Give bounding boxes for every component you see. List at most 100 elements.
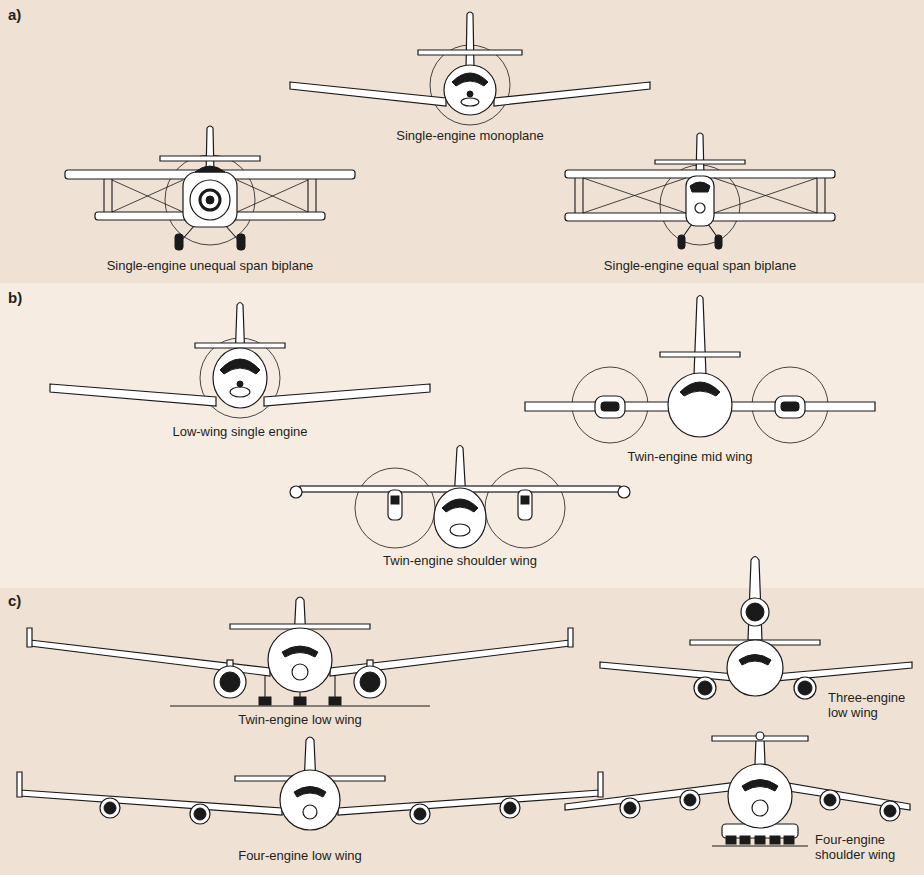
aircraft-outline (784, 836, 794, 844)
twin-low-wing-airliner-front-view (27, 597, 573, 706)
panel-band: b)Low-wing single engineTwin-engine mid … (0, 283, 924, 588)
aircraft-outline (572, 367, 648, 443)
aircraft-outline (775, 662, 912, 681)
aircraft-outline (816, 178, 817, 213)
configuration-caption: Twin-engine mid wing (627, 449, 752, 464)
aircraft-outline (794, 677, 816, 699)
aircraft-outline (103, 179, 104, 212)
text-slot: Four-engine low wing (238, 848, 362, 863)
aircraft-outline (442, 499, 478, 512)
aircraft-outline (598, 772, 603, 797)
aircraft-outline (195, 166, 225, 172)
aircraft-outline (230, 624, 370, 629)
aircraft-outline (112, 180, 183, 212)
aircraft-outline (582, 178, 583, 213)
aircraft-outline (367, 660, 373, 668)
aircraft-outline (714, 178, 817, 213)
aircraft-outline (741, 598, 769, 626)
aircraft-outline (190, 804, 210, 824)
aircraft-outline (30, 640, 270, 676)
aircraft-outline (334, 676, 335, 700)
text-slot: Twin-engine low wing (238, 712, 362, 727)
aircraft-outline (565, 782, 738, 810)
aircraft-outline (655, 160, 745, 164)
configuration-caption: Four-engine shoulder wing (815, 832, 915, 862)
aircraft-outline (583, 178, 686, 213)
aircraft-outline (237, 234, 245, 250)
aircraft-outline (781, 402, 799, 411)
aircraft-outline (770, 836, 780, 844)
aircraft-outline (329, 697, 341, 705)
aircraft-outline (748, 557, 762, 641)
aircraft-outline (696, 133, 704, 178)
aircraft-outline (755, 836, 765, 844)
aircraft-outline (660, 165, 740, 245)
aircraft-outline (307, 179, 308, 212)
three-engine-airliner-front-view (600, 557, 912, 700)
aircraft-outline (330, 640, 570, 676)
aircraft-outline (264, 676, 265, 700)
aircraft-outline (698, 681, 712, 695)
aircraft-outline (338, 790, 600, 815)
four-engine-shoulder-wing-transport-front-view (565, 732, 910, 846)
aircraft-outline (695, 203, 705, 213)
twin-mid-wing-front-view (525, 296, 875, 444)
aircraft-outline (418, 50, 522, 55)
text-slot: Single-engine monoplane (396, 128, 543, 143)
text-slot: Single-engine unequal span biplane (107, 258, 314, 273)
configuration-caption: Low-wing single engine (172, 424, 307, 439)
panel-band: a)Single-engine monoplaneSingle-engine u… (0, 0, 924, 283)
aircraft-outline (290, 82, 446, 106)
aircraft-outline (494, 82, 650, 106)
aircraft-outline (300, 486, 620, 492)
aircraft-outline (214, 666, 246, 698)
unequal-biplane-front-view (65, 126, 355, 250)
aircraft-outline (682, 224, 692, 238)
aircraft-outline (756, 732, 764, 740)
aircraft-outline (712, 736, 808, 741)
aircraft-outline (450, 524, 470, 536)
aircraft-outline (775, 396, 805, 418)
aircraft-outline (686, 176, 714, 226)
text-slot: Four-engine shoulder wing (815, 832, 915, 862)
aircraft-outline (194, 808, 206, 820)
low-wing-single-front-view (50, 303, 430, 419)
aircraft-outline (206, 126, 214, 175)
aircraft-outline (742, 780, 778, 792)
aircraft-outline (798, 681, 812, 695)
aircraft-outline (65, 170, 355, 179)
aircraft-outline (220, 359, 260, 374)
aircraft-outline (668, 373, 732, 437)
aircraft-outline (525, 402, 875, 411)
aircraft-outline (414, 808, 426, 820)
monoplane-front-view (290, 12, 650, 125)
aircraft-outline (237, 180, 308, 212)
aircraft-outline (620, 798, 640, 818)
aircraft-outline (225, 225, 240, 242)
aircraft-outline (600, 662, 735, 681)
configuration-caption: Three-engine low wing (828, 690, 918, 720)
aircraft-outline (728, 764, 792, 828)
aircraft-outline (294, 787, 326, 798)
aircraft-outline (722, 824, 798, 838)
aircraft-outline (227, 660, 233, 668)
aircraft-outline (17, 772, 22, 797)
aircraft-outline (299, 690, 300, 700)
aircraft-outline (690, 640, 820, 645)
aircraft-outline (708, 224, 718, 238)
four-engine-low-wing-airliner-front-view (17, 737, 603, 830)
aircraft-outline (583, 178, 686, 213)
aircraft-outline (820, 790, 840, 810)
configuration-caption: Four-engine low wing (238, 848, 362, 863)
aircraft-outline (180, 225, 195, 242)
aircraft-outline (206, 196, 214, 204)
aircraft-outline (521, 496, 529, 504)
configuration-caption: Twin-engine low wing (238, 712, 362, 727)
aircraft-outline (467, 91, 473, 97)
panel-band: c)Twin-engine low wingThree-engine low w… (0, 588, 924, 875)
aircraft-outline (444, 65, 496, 115)
aircraft-outline (112, 180, 183, 212)
aircraft-outline (678, 235, 685, 249)
aircraft-outline (565, 213, 835, 221)
aircraft-outline (360, 672, 380, 692)
